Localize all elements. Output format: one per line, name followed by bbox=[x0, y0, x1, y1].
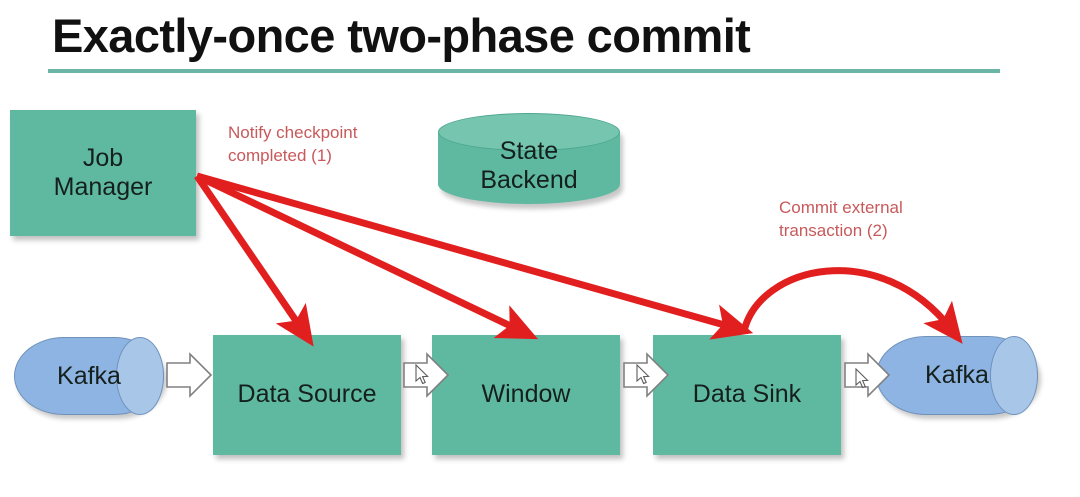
node-job-manager-label: Job Manager bbox=[53, 143, 153, 202]
mouse-cursor bbox=[855, 368, 869, 389]
cylinder-cap bbox=[116, 337, 164, 415]
node-data-source[interactable]: Data Source bbox=[213, 335, 401, 455]
node-job-manager[interactable]: Job Manager bbox=[10, 110, 196, 236]
node-kafka-source-label: Kafka bbox=[57, 361, 121, 390]
node-kafka-source[interactable]: Kafka bbox=[14, 337, 164, 415]
title-divider bbox=[48, 69, 1000, 73]
node-data-sink[interactable]: Data Sink bbox=[653, 335, 841, 455]
node-state-backend[interactable]: State Backend bbox=[438, 113, 620, 204]
red-arrow-jm-to-data-source bbox=[194, 174, 314, 347]
page-title: Exactly-once two-phase commit bbox=[52, 9, 751, 62]
node-window-label: Window bbox=[481, 380, 571, 409]
node-data-sink-label: Data Sink bbox=[692, 380, 802, 409]
mouse-cursor bbox=[415, 364, 429, 385]
node-kafka-sink-label: Kafka bbox=[925, 361, 989, 389]
node-window[interactable]: Window bbox=[432, 335, 620, 455]
cylinder-cap bbox=[990, 336, 1038, 415]
flow-connector-kafka-to-source bbox=[166, 352, 213, 398]
annotation-notify-checkpoint: Notify checkpoint completed (1) bbox=[228, 123, 358, 165]
red-arrow-sink-to-kafka-curved bbox=[740, 267, 963, 344]
annotation-commit-external: Commit external transaction (2) bbox=[779, 198, 903, 240]
mouse-cursor bbox=[636, 364, 650, 385]
node-data-source-label: Data Source bbox=[237, 380, 377, 409]
red-arrow-jm-to-data-sink bbox=[196, 172, 754, 340]
node-state-backend-label: State Backend bbox=[480, 136, 578, 195]
node-kafka-sink[interactable]: Kafka bbox=[876, 336, 1038, 415]
